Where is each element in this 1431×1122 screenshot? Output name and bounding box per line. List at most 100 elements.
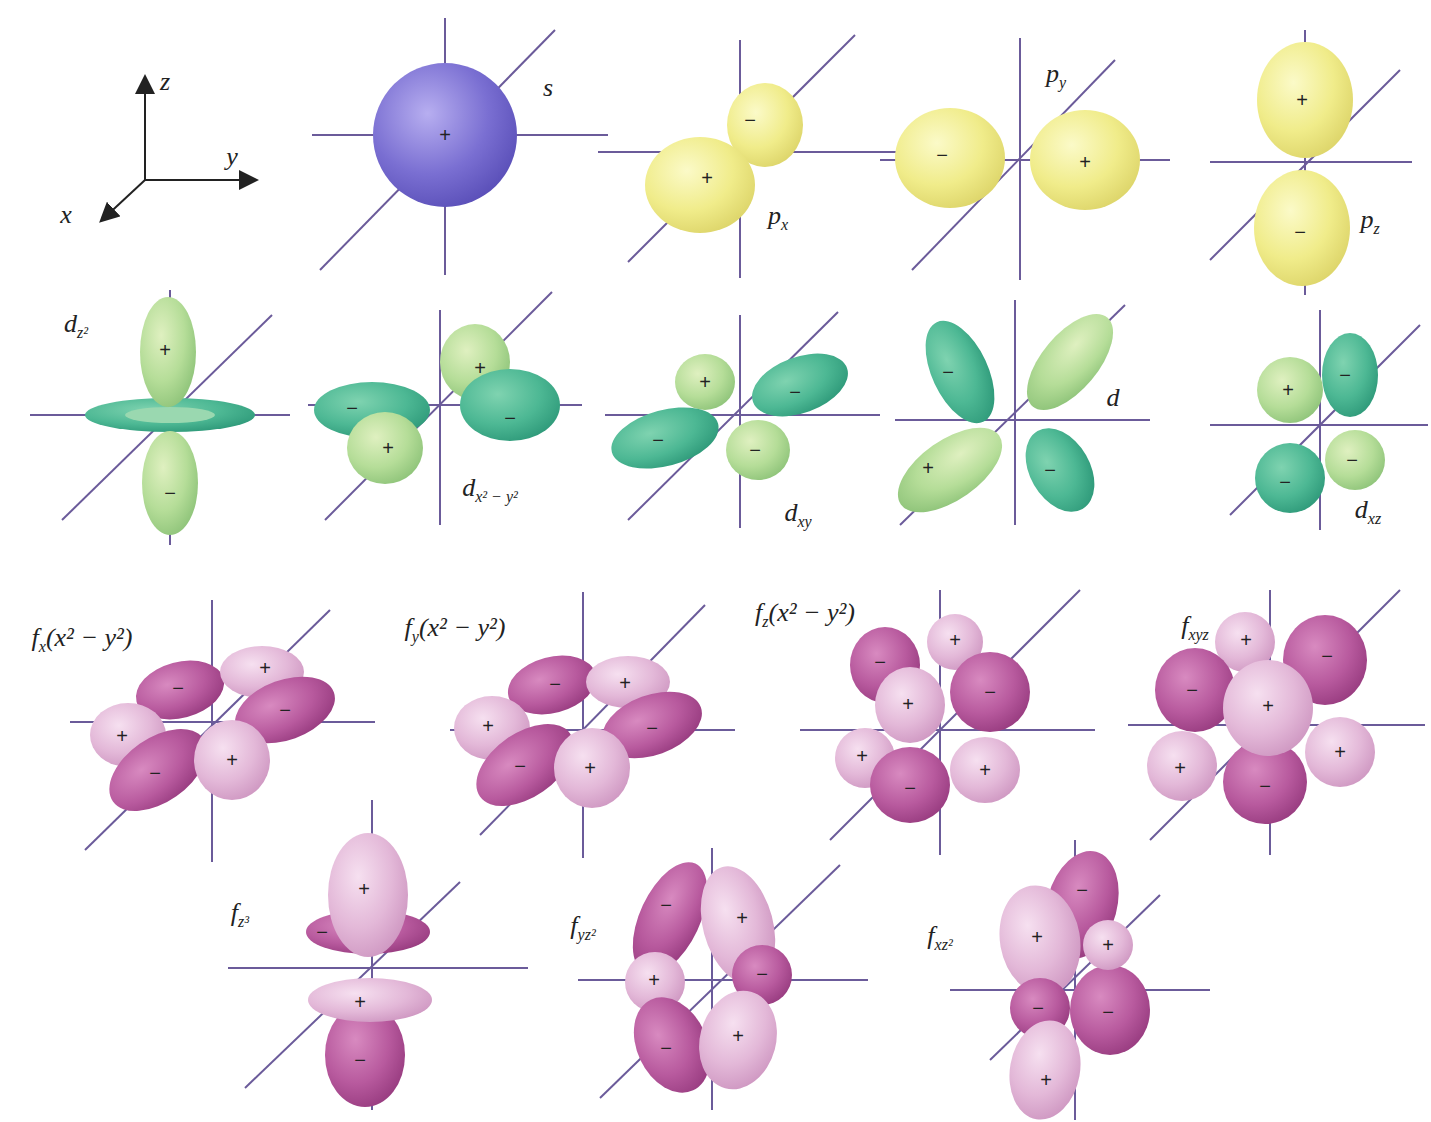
label-subscript: xy <box>797 513 811 530</box>
phase-sign: − <box>164 482 176 504</box>
phase-sign: + <box>949 629 961 651</box>
label-subscript: z <box>762 613 768 630</box>
phase-sign: − <box>936 144 948 166</box>
label-subscript: x² − y² <box>475 488 518 505</box>
orbital-label: dxz <box>1355 497 1381 527</box>
label-subscript: z³ <box>238 913 249 930</box>
phase-sign: + <box>226 750 238 770</box>
phase-sign: − <box>172 678 184 698</box>
phase-sign: − <box>646 718 658 738</box>
phase-sign: − <box>1321 645 1333 667</box>
phase-sign: − <box>1346 450 1358 470</box>
phase-sign: + <box>1334 742 1346 762</box>
phase-sign: + <box>382 437 394 459</box>
phase-sign: + <box>1334 741 1346 763</box>
phase-sign: − <box>1076 879 1088 901</box>
phase-sign: − <box>1294 222 1306 242</box>
phase-sign: + <box>584 758 596 778</box>
phase-sign: + <box>116 726 128 746</box>
phase-sign: + <box>358 879 370 899</box>
phase-sign: − <box>1339 365 1351 385</box>
orbital-label: fxyz <box>1181 613 1209 643</box>
phase-sign: − <box>1076 880 1088 900</box>
label-text: (x² − y²) <box>46 623 133 652</box>
phase-sign: + <box>1031 927 1043 947</box>
phase-sign: + <box>1102 935 1114 955</box>
d-orbitals <box>85 297 1385 535</box>
phase-sign: − <box>504 407 516 429</box>
phase-sign: − <box>149 762 161 784</box>
label-text: p <box>1046 59 1059 88</box>
label-text: f <box>405 613 412 642</box>
phase-sign: − <box>744 110 756 130</box>
orbital-label: fxz² <box>927 923 952 953</box>
orbital-label: x <box>60 202 72 228</box>
phase-sign: − <box>1032 997 1044 1019</box>
orbital-label: fy(x² − y²) <box>405 615 506 645</box>
phase-sign: − <box>646 717 658 739</box>
axes <box>30 18 1428 1120</box>
orbital-label: fyz² <box>570 913 595 943</box>
phase-sign: + <box>439 124 451 146</box>
phase-sign: + <box>856 746 868 766</box>
phase-sign: + <box>382 438 394 458</box>
phase-sign: + <box>699 372 711 392</box>
phase-sign: + <box>856 745 868 767</box>
phase-sign: − <box>749 439 761 461</box>
phase-sign: + <box>358 878 370 900</box>
orbital-label: s <box>543 75 553 101</box>
phase-sign: + <box>648 969 660 991</box>
phase-sign: + <box>1079 151 1091 173</box>
phase-sign: + <box>482 715 494 737</box>
phase-sign: + <box>902 693 914 715</box>
phase-sign: + <box>1040 1070 1052 1090</box>
phase-sign: + <box>1262 695 1274 717</box>
phase-sign: + <box>482 716 494 736</box>
phase-sign: − <box>514 756 526 776</box>
label-text: d <box>1355 495 1368 524</box>
phase-sign: − <box>1102 1001 1114 1023</box>
phase-sign: − <box>942 362 954 382</box>
phase-sign: + <box>902 694 914 714</box>
phase-sign: − <box>1044 459 1056 481</box>
orbital-label: dx² − y² <box>462 475 518 505</box>
phase-sign: − <box>652 429 664 451</box>
phase-sign: − <box>172 677 184 699</box>
label-subscript: x <box>39 638 46 655</box>
phase-sign: + <box>159 339 171 361</box>
phase-sign: − <box>904 778 916 798</box>
label-subscript: xz <box>1368 510 1381 527</box>
orbital-label: z <box>160 69 170 95</box>
phase-sign: − <box>354 1049 366 1071</box>
phase-sign: − <box>514 755 526 777</box>
phase-sign: + <box>736 908 748 928</box>
axis-triad <box>102 78 255 220</box>
phase-sign: + <box>354 992 366 1012</box>
phase-sign: − <box>549 674 561 694</box>
phase-sign: + <box>1296 89 1308 111</box>
phase-sign: − <box>984 681 996 703</box>
orbital-label: fx(x² − y²) <box>32 625 133 655</box>
phase-sign: + <box>979 760 991 780</box>
label-text: f <box>570 911 577 940</box>
phase-sign: − <box>756 963 768 985</box>
s-orbital <box>373 63 517 207</box>
phase-sign: + <box>732 1026 744 1046</box>
phase-sign: − <box>749 440 761 460</box>
f-orbitals <box>90 612 1375 1122</box>
phase-sign: + <box>259 657 271 679</box>
phase-sign: − <box>660 1037 672 1059</box>
phase-sign: + <box>619 672 631 694</box>
phase-sign: − <box>346 398 358 418</box>
phase-sign: − <box>1259 776 1271 796</box>
label-text: d <box>784 498 797 527</box>
label-text: d <box>1107 383 1120 412</box>
label-text: f <box>231 898 238 927</box>
phase-sign: + <box>1040 1069 1052 1091</box>
phase-sign: + <box>619 673 631 693</box>
phase-sign: + <box>1282 379 1294 401</box>
phase-sign: − <box>942 361 954 383</box>
phase-sign: − <box>936 145 948 165</box>
phase-sign: + <box>701 168 713 188</box>
